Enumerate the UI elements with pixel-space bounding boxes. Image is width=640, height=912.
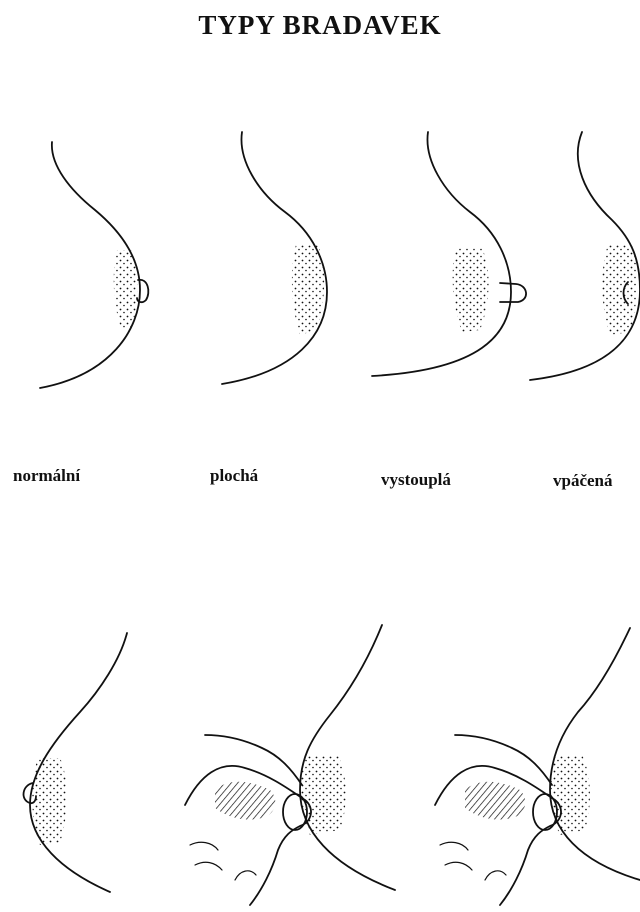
label-flat: plochá — [210, 466, 258, 486]
breast-flat-drawing — [222, 132, 327, 384]
label-protruding: vystouplá — [381, 470, 451, 490]
breast-normal-drawing — [40, 142, 148, 388]
label-inverted: vpáčená — [553, 471, 613, 491]
breast-inverted-drawing — [530, 132, 640, 380]
breast-protruding-drawing — [372, 132, 526, 376]
breast-side-view-drawing — [24, 633, 127, 892]
breast-with-hand-drawing-2 — [435, 628, 640, 905]
breast-with-hand-drawing-1 — [185, 625, 395, 905]
label-normal: normální — [13, 466, 80, 486]
